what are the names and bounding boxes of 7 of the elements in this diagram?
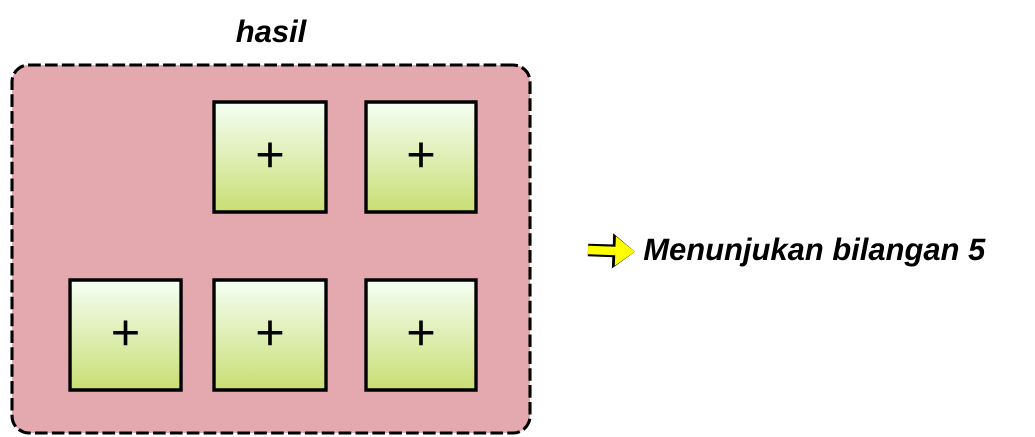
- tile-box: +: [68, 278, 183, 392]
- caption-text: Menunjukan bilangan 5: [643, 237, 986, 267]
- node-label: hasil: [236, 19, 307, 43]
- tile-box: +: [212, 278, 328, 392]
- tile-box: +: [212, 100, 328, 214]
- tile-box: +: [364, 278, 478, 392]
- tile-box: +: [364, 100, 478, 214]
